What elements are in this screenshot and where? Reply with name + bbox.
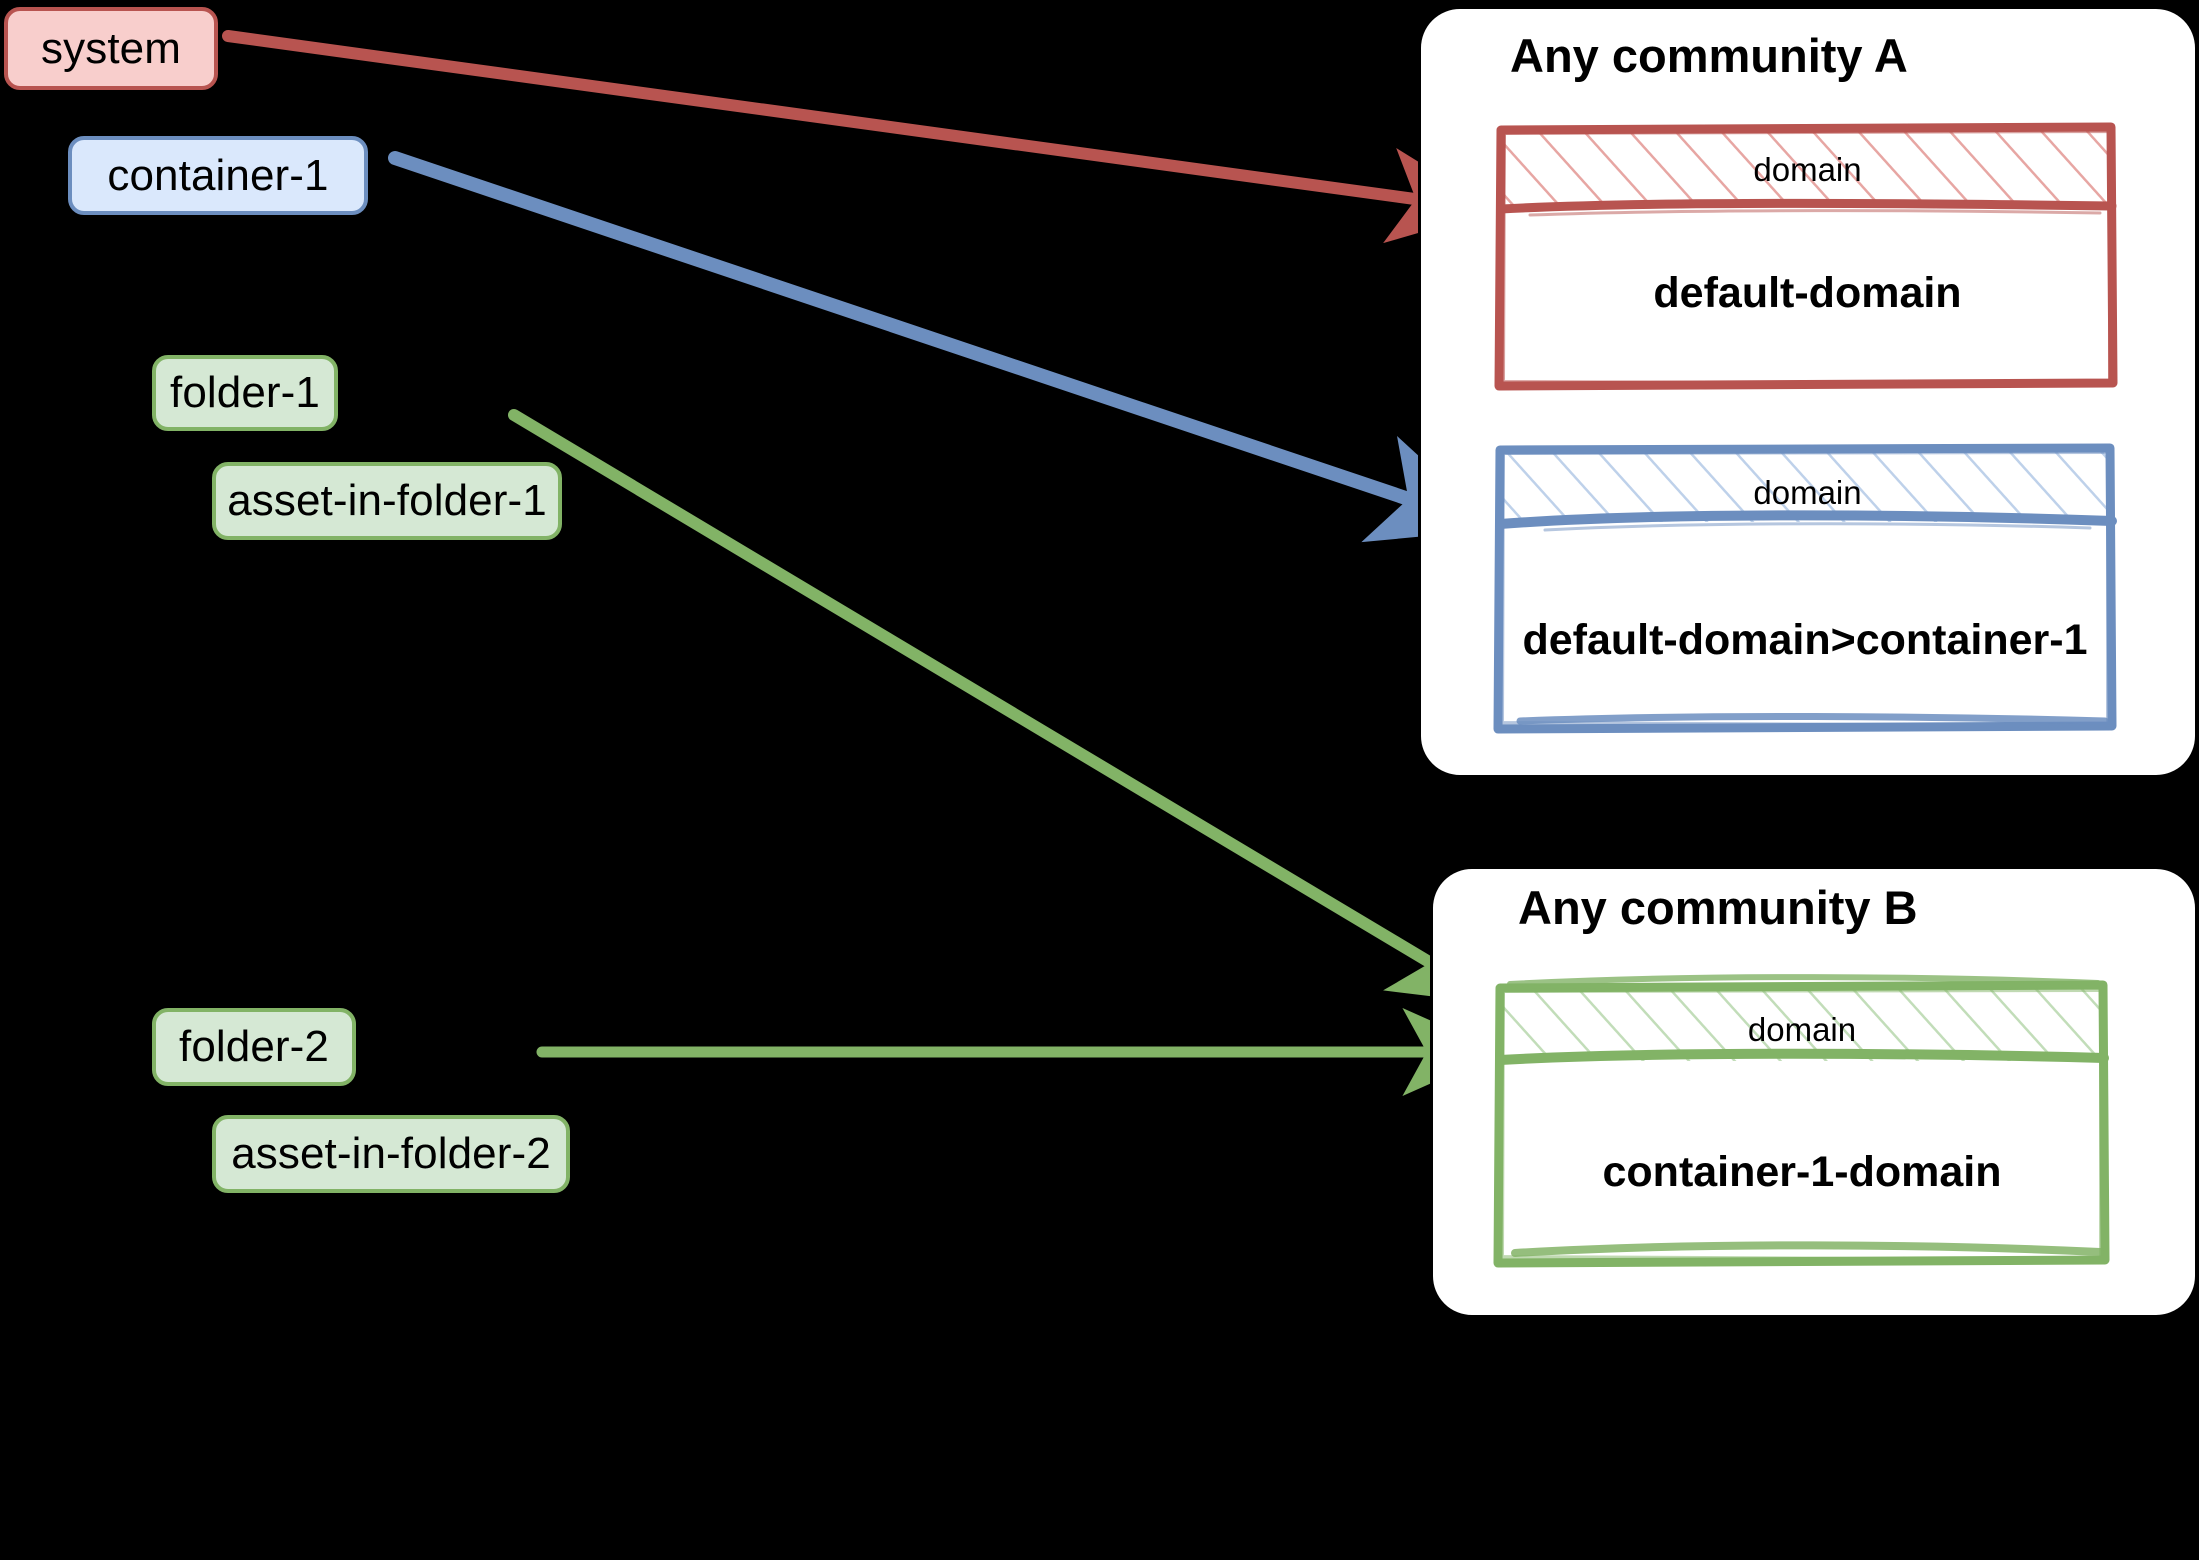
connector-container1-to-domain-container1	[388, 151, 1499, 543]
domain-b1-header-label: domain	[1747, 1011, 1857, 1048]
community-a-title: Any community A	[1510, 29, 1908, 82]
connector-system-to-default-domain	[222, 30, 1497, 244]
domain-container1-header-divider	[1495, 510, 2117, 529]
entity-container-1-label: container-1	[107, 150, 329, 200]
domain-a1-name: default-domain	[1653, 269, 1962, 317]
domain-default-domain-outline	[1494, 122, 2118, 391]
entity-container-1[interactable]: container-1	[68, 136, 368, 215]
domain-b1-name: container-1-domain	[1602, 1148, 2002, 1196]
domain-c1domain-bottom-sketch	[1511, 1241, 2104, 1257]
community-b-title: Any community B	[1518, 881, 1918, 934]
entity-system[interactable]: system	[4, 7, 218, 90]
entity-asset-in-folder-1[interactable]: asset-in-folder-1	[212, 462, 562, 540]
domain-default-domain[interactable]	[1494, 122, 2118, 391]
domain-c1domain-outline-sketch	[1500, 988, 2103, 1262]
domain-default-domain-header-divider	[1496, 198, 2117, 214]
entity-folder-2[interactable]: folder-2	[152, 1008, 356, 1086]
domain-c1domain-outline	[1493, 980, 2110, 1268]
connector-asset1-to-container1-domain	[508, 409, 1501, 1005]
domain-c1domain-header-divider	[1495, 1048, 2109, 1065]
domain-container1-outline	[1493, 443, 2117, 734]
entity-system-label: system	[41, 23, 181, 73]
entity-asset-in-folder-2-label: asset-in-folder-2	[231, 1129, 551, 1178]
entity-folder-1-label: folder-1	[170, 368, 320, 417]
entity-asset-in-folder-2[interactable]: asset-in-folder-2	[212, 1115, 570, 1193]
domain-container1-outline-sketch	[1500, 450, 2110, 728]
domain-default-domain-container-1[interactable]	[1493, 443, 2117, 734]
domain-c1domain-top-sketch	[1507, 974, 2101, 987]
domain-a2-header-label: domain	[1753, 474, 1862, 511]
entity-folder-1[interactable]: folder-1	[152, 355, 338, 431]
domain-container-1-domain[interactable]	[1493, 974, 2110, 1268]
domain-default-domain-header-divider-sketch	[1528, 209, 2102, 217]
domain-a1-header-label: domain	[1753, 151, 1862, 188]
domain-default-domain-outline-sketch	[1501, 129, 2112, 386]
domain-container1-hatch-header	[1503, 450, 2112, 522]
domain-container1-bottom-sketch	[1516, 712, 2109, 725]
domain-a2-name: default-domain>container-1	[1522, 616, 2088, 664]
domain-default-domain-hatch-header	[1503, 128, 2112, 206]
domain-container1-header-divider-sketch	[1543, 522, 2092, 532]
entity-asset-in-folder-1-label: asset-in-folder-1	[227, 476, 547, 525]
entity-folder-2-label: folder-2	[179, 1022, 329, 1071]
